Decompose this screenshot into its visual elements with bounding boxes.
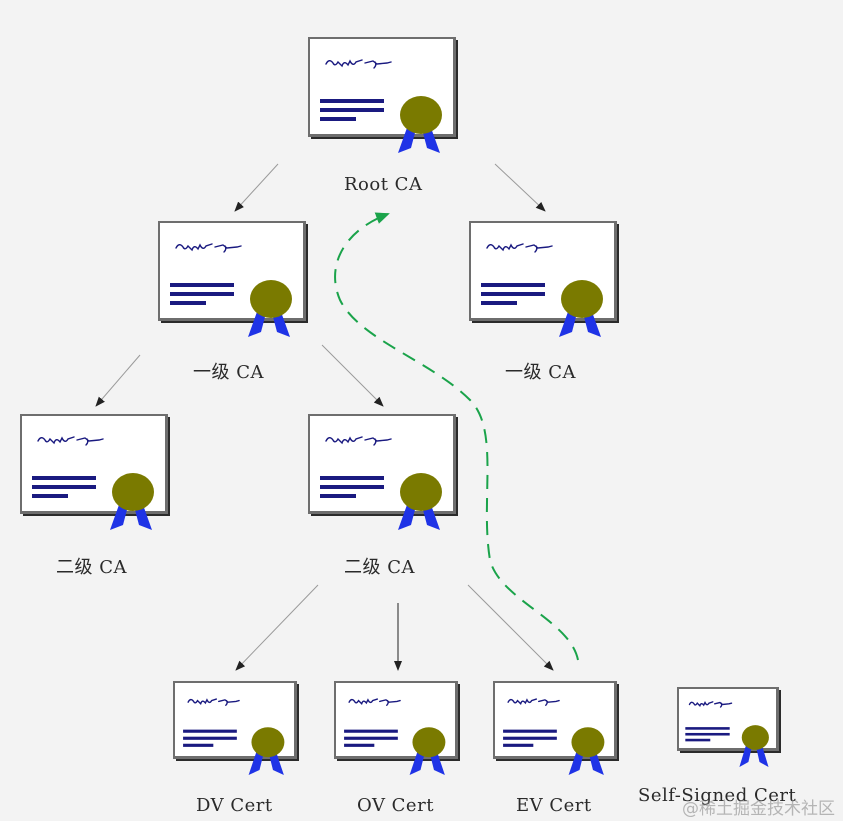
text-lines bbox=[170, 283, 234, 305]
label-l2a: 二级 CA bbox=[56, 557, 127, 578]
signature-scribble bbox=[688, 700, 733, 708]
cert-l2b bbox=[307, 413, 458, 540]
seal-icon bbox=[571, 727, 605, 758]
text-lines bbox=[320, 476, 384, 498]
cert-ov bbox=[333, 680, 460, 785]
signature-scribble bbox=[507, 698, 560, 707]
edge-l2b-ev bbox=[467, 584, 554, 671]
label-root: Root CA bbox=[344, 174, 423, 195]
label-dv: DV Cert bbox=[196, 795, 273, 816]
text-lines bbox=[32, 476, 96, 498]
seal-icon bbox=[400, 473, 442, 511]
text-lines bbox=[344, 729, 398, 747]
edge-root-l1b bbox=[494, 163, 546, 212]
cert-dv bbox=[172, 680, 299, 785]
label-l1a: 一级 CA bbox=[193, 362, 264, 383]
seal-icon bbox=[741, 725, 769, 750]
signature-scribble bbox=[37, 436, 104, 446]
edge-root-l1a bbox=[234, 163, 279, 212]
trust-path-arrow bbox=[334, 212, 579, 661]
signature-scribble bbox=[348, 698, 401, 707]
cert-l1a bbox=[157, 220, 308, 347]
seal-icon bbox=[250, 280, 292, 318]
text-lines bbox=[481, 283, 545, 305]
edge-l1a-l2b bbox=[321, 344, 384, 407]
label-self: Self-Signed Cert bbox=[638, 785, 797, 806]
seal-icon bbox=[412, 727, 446, 758]
label-ev: EV Cert bbox=[516, 795, 592, 816]
signature-scribble bbox=[325, 59, 392, 69]
seal-icon bbox=[251, 727, 285, 758]
cert-self bbox=[676, 686, 781, 777]
cert-ev bbox=[492, 680, 619, 785]
cert-l1b bbox=[468, 220, 619, 347]
text-lines bbox=[320, 99, 384, 121]
text-lines bbox=[183, 729, 237, 747]
cert-root bbox=[307, 36, 458, 163]
text-lines bbox=[503, 729, 557, 747]
label-l1b: 一级 CA bbox=[505, 362, 576, 383]
edge-l1a-l2a bbox=[95, 354, 141, 407]
label-l2b: 二级 CA bbox=[344, 557, 415, 578]
watermark: @稀土掘金技术社区 bbox=[682, 799, 835, 819]
ribbon-icon bbox=[739, 743, 769, 767]
seal-icon bbox=[112, 473, 154, 511]
signature-scribble bbox=[175, 243, 242, 253]
label-ov: OV Cert bbox=[357, 795, 434, 816]
cert-l2a bbox=[19, 413, 170, 540]
text-lines bbox=[685, 727, 730, 742]
edge-l2b-dv bbox=[235, 584, 319, 671]
signature-scribble bbox=[187, 698, 240, 707]
signature-scribble bbox=[486, 243, 553, 253]
signature-scribble bbox=[325, 436, 392, 446]
seal-icon bbox=[400, 96, 442, 134]
seal-icon bbox=[561, 280, 603, 318]
